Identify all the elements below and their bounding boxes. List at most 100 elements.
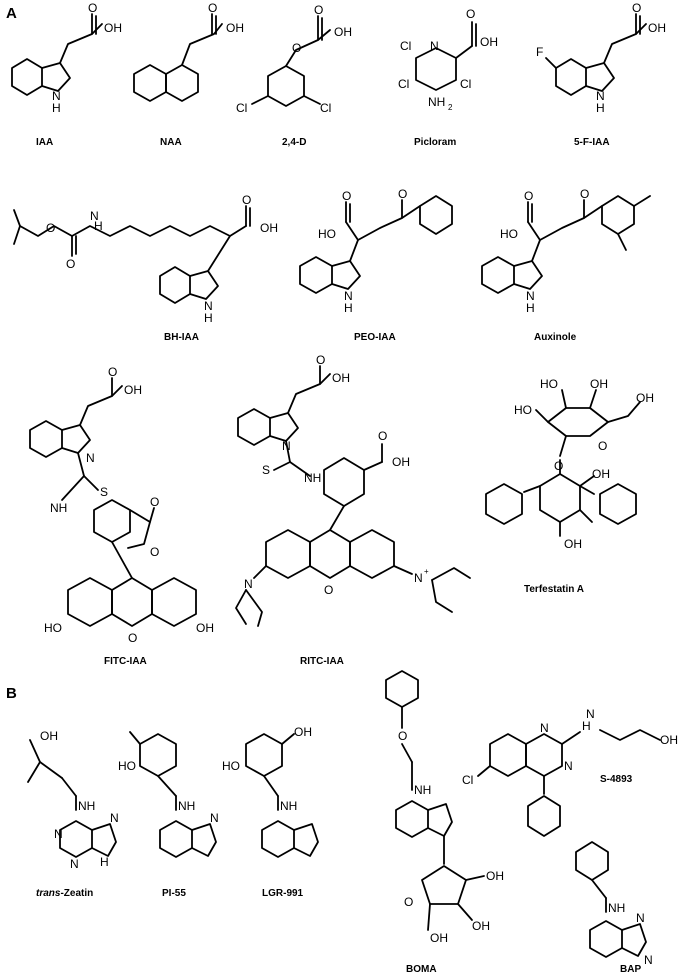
atom-oh: OH xyxy=(564,537,582,551)
atom-o: O xyxy=(242,193,251,207)
atom-h: H xyxy=(596,101,605,115)
atom-oh: OH xyxy=(332,371,350,385)
label-s-4893: S-4893 xyxy=(600,774,633,785)
atom-o: O xyxy=(292,41,301,55)
atom-oh: OH xyxy=(486,869,504,883)
atom-o: O xyxy=(314,3,323,17)
atom-cl: Cl xyxy=(236,101,247,115)
atom-oh: OH xyxy=(104,21,122,35)
structure-s-4893: N N H N OH Cl xyxy=(462,707,678,837)
atom-o: O xyxy=(66,257,75,271)
label-picloram: Picloram xyxy=(414,137,456,148)
structure-auxinole: O HO O N H xyxy=(481,187,651,315)
structure-boma: O NH O OH OH OH xyxy=(385,670,504,945)
atom-nh: N xyxy=(90,209,99,223)
label-2-4-d: 2,4-D xyxy=(282,137,306,148)
atom-n: N xyxy=(564,759,573,773)
atom-h: H xyxy=(526,301,535,315)
atom-ho: HO xyxy=(44,621,62,635)
panel-label-a: A xyxy=(6,5,17,22)
atom-cl: Cl xyxy=(400,39,411,53)
atom-oh: OH xyxy=(260,221,278,235)
atom-oh: OH xyxy=(480,35,498,49)
atom-o: O xyxy=(398,187,407,201)
atom-o: O xyxy=(404,895,413,909)
atom-oh: OH xyxy=(334,25,352,39)
label-peo-iaa: PEO-IAA xyxy=(354,332,396,343)
atom-ho: HO xyxy=(514,403,532,417)
structure-5-f-iaa: F O OH N H xyxy=(536,1,666,115)
atom-subscript: 2 xyxy=(448,103,453,112)
atom-n: N xyxy=(70,857,79,871)
atom-nh: H xyxy=(100,855,109,869)
atom-n: N xyxy=(210,811,219,825)
atom-nh: NH xyxy=(50,501,67,515)
label-pi-55: PI-55 xyxy=(162,888,186,899)
atom-o: O xyxy=(128,631,137,645)
atom-oh: OH xyxy=(40,729,58,743)
atom-cl: Cl xyxy=(460,77,471,91)
label-5-f-iaa: 5-F-IAA xyxy=(574,137,610,148)
label-terfestatin-a: Terfestatin A xyxy=(524,584,584,595)
atom-n: N xyxy=(344,289,353,303)
atom-cl: Cl xyxy=(462,773,473,787)
atom-o: O xyxy=(316,353,325,367)
atom-nh: H xyxy=(94,219,103,233)
atom-o: O xyxy=(466,7,475,21)
atom-oh: OH xyxy=(636,391,654,405)
atom-oh: OH xyxy=(660,733,678,747)
atom-o: O xyxy=(108,365,117,379)
label-ritc-iaa: RITC-IAA xyxy=(300,656,344,667)
atom-oh: OH xyxy=(472,919,490,933)
atom-n: N xyxy=(430,39,439,53)
structure-2-4-d: O O OH Cl Cl xyxy=(236,3,352,115)
atom-o: O xyxy=(580,187,589,201)
atom-o: O xyxy=(46,221,55,235)
atom-nh: NH xyxy=(304,471,321,485)
atom-oh: OH xyxy=(392,455,410,469)
atom-n: N xyxy=(414,571,423,585)
atom-nh: NH xyxy=(178,799,195,813)
structure-trans-zeatin: OH NH N N N H xyxy=(27,729,119,871)
atom-n: N xyxy=(244,577,253,591)
label-auxinole: Auxinole xyxy=(534,332,577,343)
atom-nh2: NH xyxy=(428,95,445,109)
atom-f: F xyxy=(536,45,543,59)
atom-n: N xyxy=(204,299,213,313)
atom-o: O xyxy=(398,729,407,743)
structure-naa: O OH xyxy=(133,1,244,102)
atom-charge: + xyxy=(424,567,429,576)
structure-iaa: O OH N H xyxy=(11,1,122,115)
atom-s: S xyxy=(100,485,108,499)
atom-o: O xyxy=(378,429,387,443)
atom-o: O xyxy=(150,545,159,559)
atom-n: N xyxy=(86,451,95,465)
label-iaa: IAA xyxy=(36,137,53,148)
atom-cl: Cl xyxy=(398,77,409,91)
atom-oh: OH xyxy=(226,21,244,35)
structure-fitc-iaa: O OH N S NH O O O HO OH xyxy=(29,365,214,645)
atom-ho: HO xyxy=(118,759,136,773)
structure-terfestatin-a: HO OH HO O OH O OH OH xyxy=(485,377,654,551)
atom-nh: N xyxy=(586,707,595,721)
atom-n: N xyxy=(110,811,119,825)
label-trans-zeatin-prefix: trans xyxy=(36,888,61,899)
label-trans-zeatin-suffix: -Zeatin xyxy=(60,888,93,899)
atom-o: O xyxy=(342,189,351,203)
atom-ho: HO xyxy=(222,759,240,773)
atom-n: N xyxy=(54,827,63,841)
atom-nh: NH xyxy=(608,901,625,915)
label-naa: NAA xyxy=(160,137,182,148)
atom-o: O xyxy=(598,439,607,453)
atom-n: N xyxy=(282,439,291,453)
atom-n: N xyxy=(52,89,61,103)
structure-bh-iaa: O O H N O OH N H xyxy=(13,193,278,325)
structure-picloram: N Cl Cl Cl O OH NH 2 xyxy=(398,7,498,112)
panel-label-b: B xyxy=(6,685,17,702)
label-lgr-991: LGR-991 xyxy=(262,888,304,899)
atom-h: H xyxy=(52,101,61,115)
atom-oh: OH xyxy=(294,725,312,739)
structure-pi-55: HO NH N xyxy=(118,731,219,858)
atom-n: N xyxy=(540,721,549,735)
structure-peo-iaa: O HO O N H xyxy=(299,187,453,315)
